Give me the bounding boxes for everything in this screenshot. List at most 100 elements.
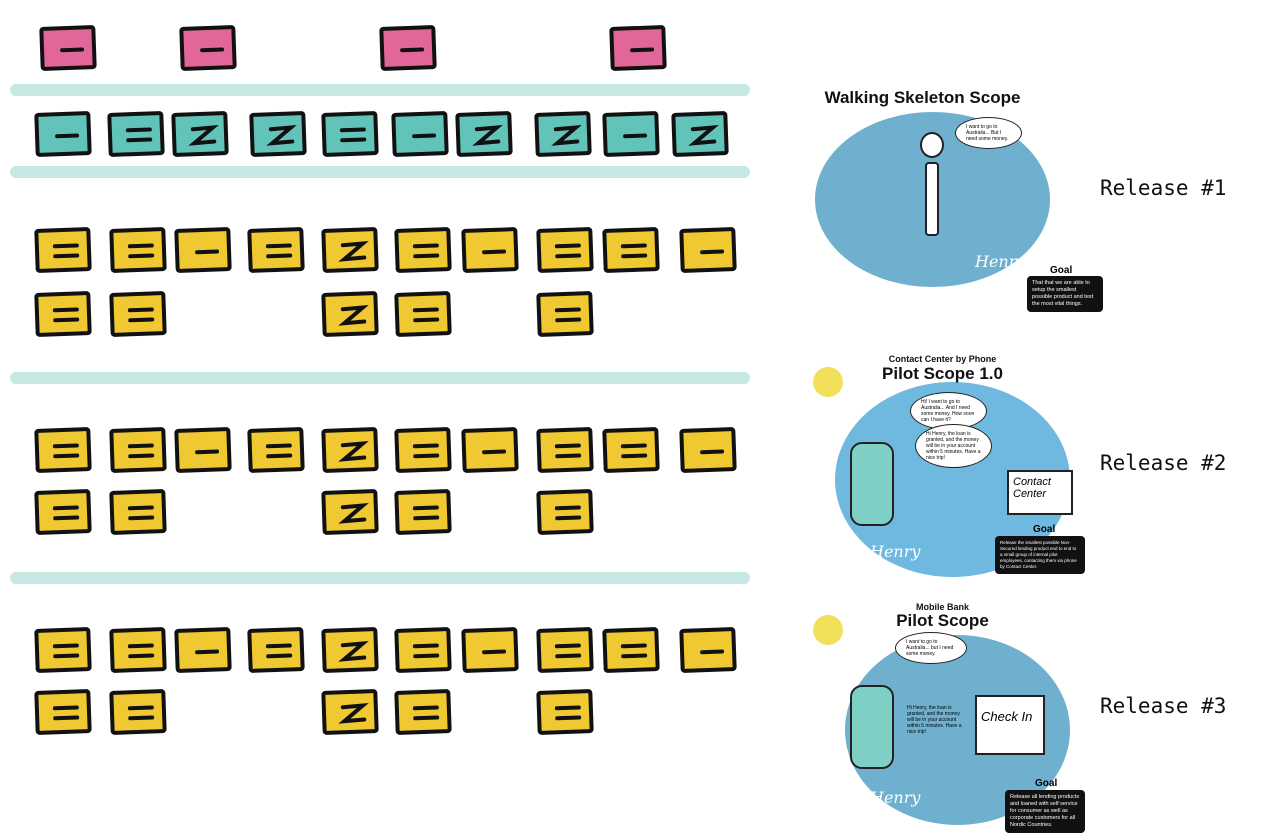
equals-mark-icon [52,505,80,521]
sun-icon [813,367,843,397]
panel-title: Pilot Scope [896,611,989,630]
equals-mark-icon [265,243,293,259]
release-divider [10,84,750,96]
henry-figure [850,442,894,526]
equals-mark-icon [52,643,80,659]
contact-center-desk: Contact Center [1007,470,1073,515]
story-note [34,689,92,735]
task-note [249,111,307,157]
z-mark-icon [688,125,719,146]
check-in-desk: Check In [975,695,1045,755]
equals-mark-icon [127,307,155,323]
story-note [34,627,92,673]
equals-mark-icon [52,443,80,459]
story-note [34,489,92,535]
minus-mark-icon [623,133,648,139]
story-note [174,227,232,273]
goal-box: Release all lending products and loaned … [1005,790,1085,833]
skeleton-body [925,162,939,236]
story-note [34,291,92,337]
henry-signature: Henry [870,542,921,561]
story-note [109,227,167,273]
release-1-label: Release #1 [1100,176,1227,200]
minus-mark-icon [195,249,220,255]
story-note [394,291,452,337]
equals-mark-icon [620,643,648,659]
goal-box: Release the smallest possible Non-Secure… [995,536,1085,574]
task-note [455,111,513,157]
minus-mark-icon [482,449,507,455]
minus-mark-icon [200,47,225,53]
release-divider [10,372,750,384]
minus-mark-icon [400,47,425,53]
story-note [461,627,519,673]
story-note [109,689,167,735]
story-note [321,227,379,273]
equals-mark-icon [265,443,293,459]
henry-figure [850,685,894,769]
equals-mark-icon [52,307,80,323]
activity-note [609,25,667,71]
panel-title: Walking Skeleton Scope [824,88,1021,107]
z-mark-icon [338,441,369,462]
story-note [109,427,167,473]
equals-mark-icon [554,643,582,659]
story-note [247,227,305,273]
equals-mark-icon [127,443,155,459]
task-note [534,111,592,157]
activity-note [39,25,97,71]
equals-mark-icon [554,505,582,521]
panel-subtitle: Contact Center by Phone [888,354,997,364]
story-note [321,689,379,735]
release-1-illustration: Walking Skeleton Scope I want to go to A… [795,82,1103,312]
henry-signature: Henry [975,252,1026,271]
task-note [171,111,229,157]
story-note [321,489,379,535]
release-divider [10,166,750,178]
minus-mark-icon [630,47,655,53]
equals-mark-icon [127,505,155,521]
equals-mark-icon [52,705,80,721]
task-note [391,111,449,157]
story-note [602,227,660,273]
story-note [394,489,452,535]
story-note [321,627,379,673]
minus-mark-icon [195,449,220,455]
story-note [321,291,379,337]
goal-label: Goal [1033,524,1056,535]
story-note [394,689,452,735]
task-note [602,111,660,157]
z-mark-icon [266,125,297,146]
thought-bubble: I want to go to Australia... But I need … [955,117,1022,149]
story-note [679,227,737,273]
z-mark-icon [188,125,219,146]
minus-mark-icon [700,649,725,655]
equals-mark-icon [412,705,440,721]
task-note [671,111,729,157]
equals-mark-icon [412,505,440,521]
thought-bubble: I want to go to Australia... but I need … [895,632,967,664]
equals-mark-icon [127,243,155,259]
sun-icon [813,615,843,645]
minus-mark-icon [60,47,85,53]
story-note [109,627,167,673]
goal-box: That that we are able to setup the small… [1027,276,1103,312]
story-note [602,627,660,673]
task-note [321,111,379,157]
equals-mark-icon [412,443,440,459]
story-note [461,427,519,473]
story-note [679,427,737,473]
goal-label: Goal [1035,778,1058,789]
minus-mark-icon [700,449,725,455]
story-note [247,627,305,673]
z-mark-icon [338,305,369,326]
z-mark-icon [338,641,369,662]
equals-mark-icon [52,243,80,259]
story-note [321,427,379,473]
task-note [107,111,165,157]
equals-mark-icon [554,307,582,323]
equals-mark-icon [554,243,582,259]
task-note [34,111,92,157]
release-divider [10,572,750,584]
sms-text: Hi Henry, the loan is granted, and the m… [907,705,962,735]
